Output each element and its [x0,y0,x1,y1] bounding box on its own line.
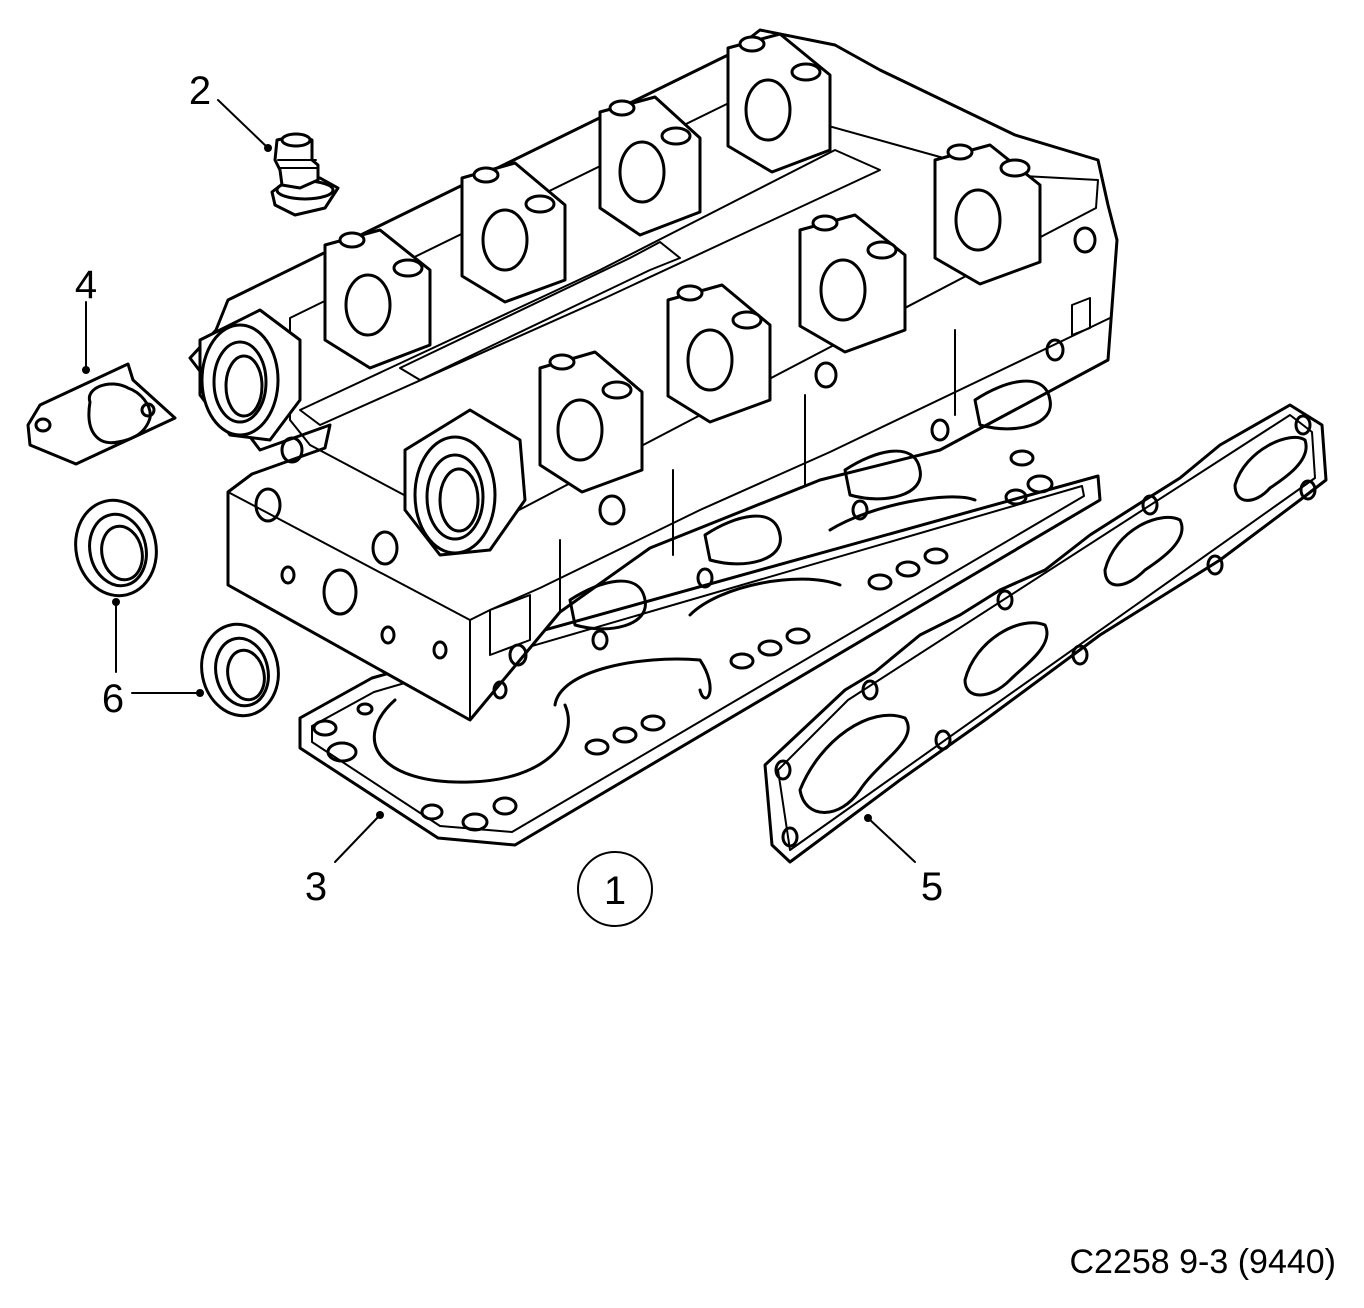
manifold-gasket [763,403,1328,864]
callout-1: 1 [604,869,626,913]
callout-6: 6 [102,677,124,721]
plug-and-washer [270,132,340,217]
callout-5: 5 [921,865,943,909]
callout-4: 4 [75,263,97,307]
oil-seals [74,498,280,718]
figure-caption: C2258 9-3 (9440) [1069,1243,1336,1281]
callout-1-circle [577,851,653,927]
callout-3: 3 [305,865,327,909]
flange-gasket [26,362,177,466]
leader-lines [82,99,916,863]
cylinder-head [188,28,1119,722]
callout-2: 2 [189,69,211,113]
